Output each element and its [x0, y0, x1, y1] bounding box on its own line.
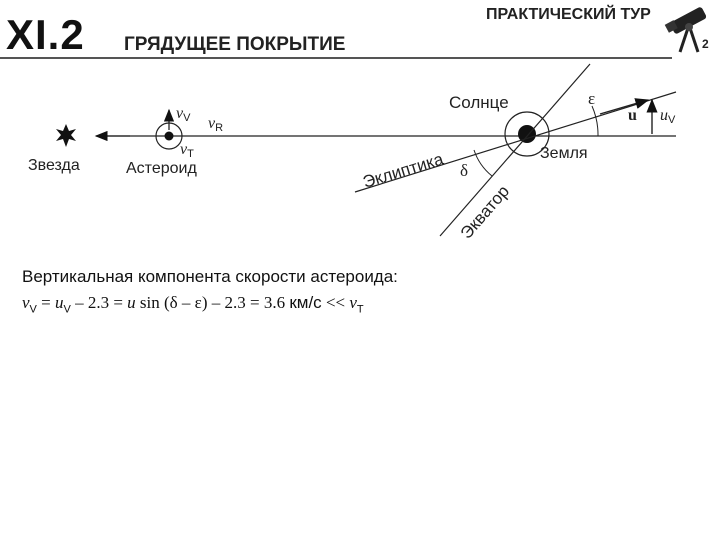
explanation-line-1: Вертикальная компонента скорости астерои… — [22, 267, 398, 286]
slide-title: ГРЯДУЩЕЕ ПОКРЫТИЕ — [124, 34, 346, 55]
delta-arc — [473, 149, 493, 177]
slide-number: XI.2 — [6, 11, 85, 58]
epsilon-label: ε — [588, 89, 595, 108]
u-label: u — [628, 107, 637, 124]
ecliptic-label: Эклиптика — [361, 149, 446, 192]
star-icon — [56, 124, 76, 147]
asteroid-label: Астероид — [126, 160, 197, 177]
asteroid-icon — [164, 131, 174, 141]
ecliptic-line — [354, 91, 677, 193]
eq-u: u — [54, 293, 64, 312]
equator-line — [439, 63, 591, 237]
explanation-text: Вертикальная компонента скорости астерои… — [22, 264, 398, 322]
header-divider — [0, 57, 672, 59]
epsilon-arc — [591, 105, 599, 137]
eq-p3: sin (δ – ε) – 2.3 = 3.6 — [135, 293, 290, 312]
u-arrow — [599, 98, 650, 115]
eq-u-sub: V — [63, 303, 71, 316]
vR-label: vR — [208, 115, 223, 134]
delta-label: δ — [460, 161, 468, 180]
svg-text:2: 2 — [702, 37, 709, 51]
earth-icon — [518, 125, 536, 143]
telescope-logo-icon: 2 — [664, 7, 709, 53]
equation-line: vV = uV – 2.3 = u sin (δ – ε) – 2.3 = 3.… — [22, 290, 398, 322]
sun-circle — [504, 111, 550, 157]
eq-p1: = — [36, 293, 55, 312]
earth-label: Земля — [540, 145, 588, 162]
eq-p4: << — [321, 293, 350, 312]
eq-v-sub: V — [29, 303, 37, 316]
occultation-diagram: Звезда vV vR vT Астероид Солнце Земля ε … — [28, 63, 677, 243]
uV-label: uV — [660, 107, 676, 126]
eq-unit: км/с — [289, 293, 322, 312]
sun-label: Солнце — [449, 93, 509, 112]
equator-label: Экватор — [457, 182, 513, 243]
star-label: Звезда — [28, 157, 80, 174]
eq-v: v — [22, 293, 30, 312]
vV-label: vV — [176, 105, 191, 124]
eq-u2: u — [127, 293, 136, 312]
eq-vt: v — [349, 293, 357, 312]
tour-label: ПРАКТИЧЕСКИЙ ТУР — [486, 6, 651, 23]
eq-p2: – 2.3 = — [70, 293, 128, 312]
eq-vt-sub: T — [356, 303, 364, 316]
vT-label: vT — [180, 141, 194, 160]
